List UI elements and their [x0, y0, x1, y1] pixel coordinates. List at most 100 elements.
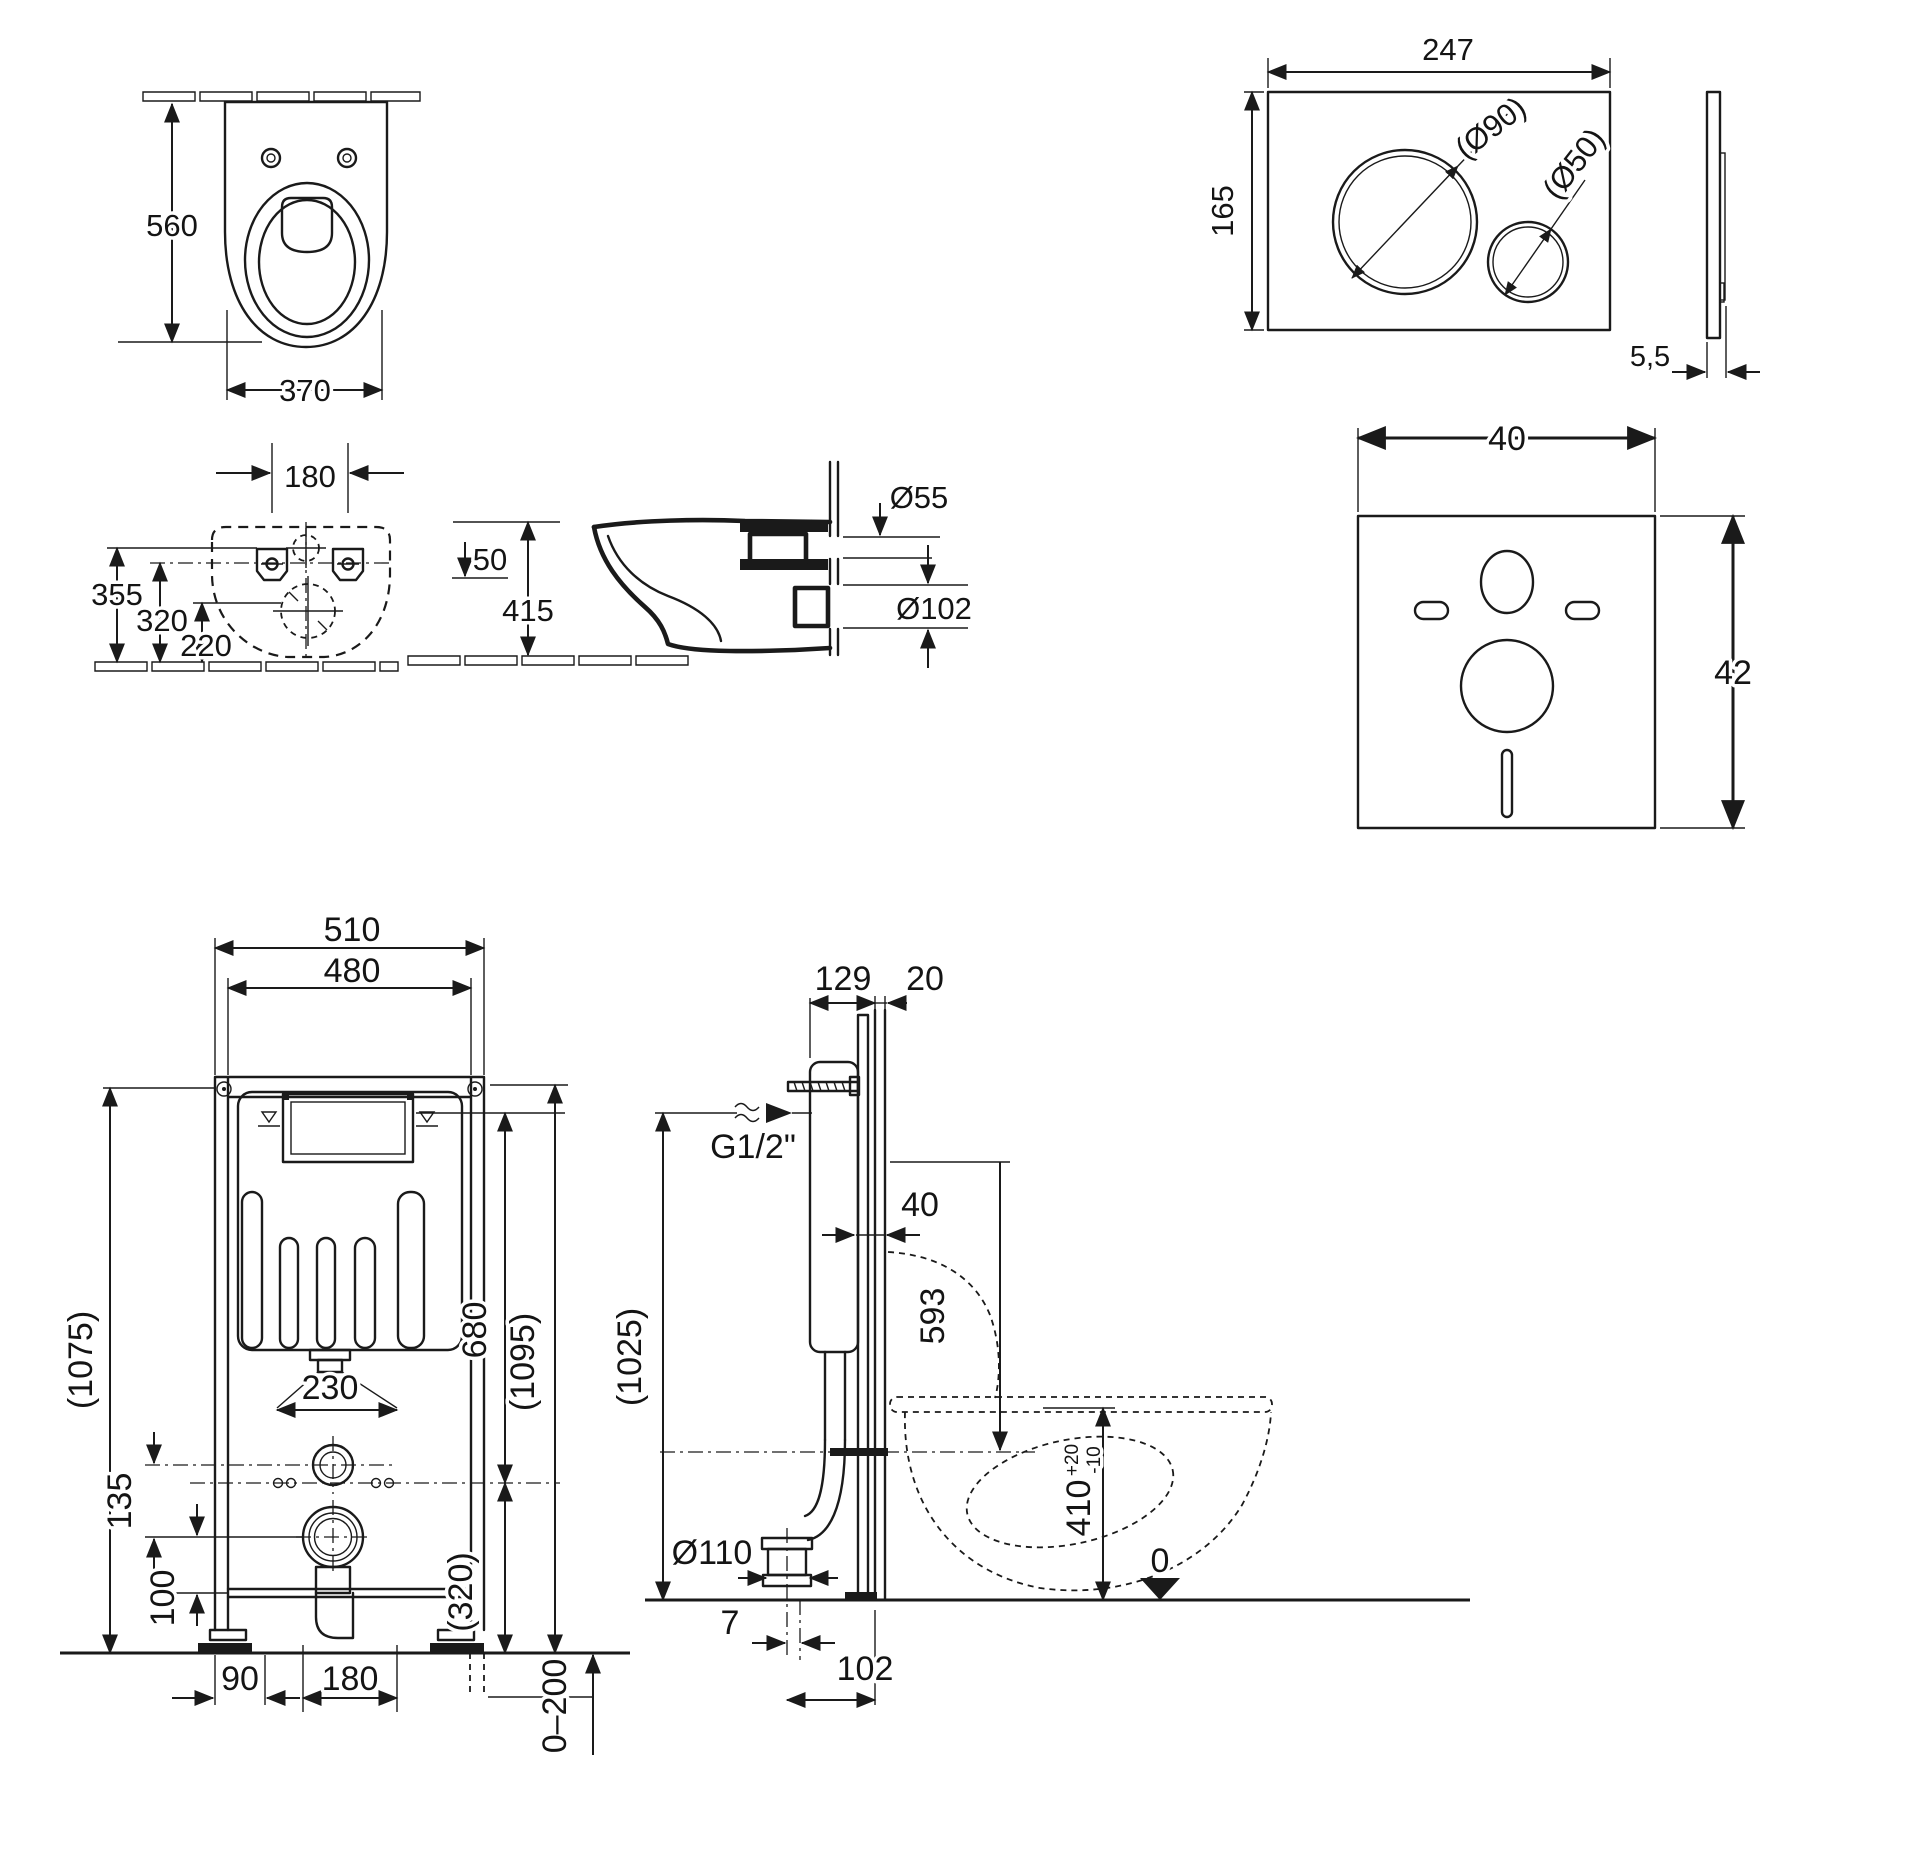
bowl-seat-dashed: [889, 1396, 1273, 1413]
frame-foot-plate: [845, 1592, 877, 1600]
dim-label-feet-range: 0–200: [536, 1659, 574, 1754]
flush-bend-lower: [316, 1358, 344, 1374]
fixing-hole-right: [331, 547, 365, 582]
mount-hole-right: [336, 147, 358, 169]
dim-label-gap: 40: [901, 1186, 939, 1224]
dim-label-1075: (1075): [62, 1311, 100, 1409]
feet-extension-dashed: [469, 1653, 485, 1697]
frame-plate: [856, 1013, 870, 1594]
dim-label-135: 135: [101, 1473, 139, 1530]
drain-connection-inner: [313, 1517, 353, 1557]
wc-mounting-view: 180 355 320 220: [88, 443, 404, 672]
water-squiggle: [734, 1102, 760, 1123]
ext-lines-90: [214, 1655, 266, 1705]
wc-body-outline: [223, 100, 389, 349]
ext-lines-depth: [809, 996, 886, 1058]
dim-label-90: 90: [221, 1660, 259, 1698]
floor-hatch: [407, 655, 689, 666]
foot-plate-right: [430, 1643, 484, 1652]
wc-footprint-dashed: [210, 525, 392, 659]
mount-hole-left: [260, 147, 282, 169]
ext-lines-thickness: [1706, 306, 1727, 378]
mat-slot-left: [1413, 600, 1450, 621]
supply-label: G1/2": [710, 1128, 796, 1166]
outlet-centerline: [786, 1528, 801, 1660]
rib: [240, 1190, 264, 1350]
ref-lines-outlet: [843, 584, 968, 629]
outlet-socket: [314, 1565, 352, 1595]
dim-label-width: 370: [279, 373, 331, 408]
threaded-rod: [786, 1080, 860, 1093]
dim-label-thickness: 5,5: [1630, 341, 1670, 373]
corner-screw-left-dot: [222, 1087, 226, 1091]
dim-label-355: 355: [91, 577, 143, 612]
anchor-hole: [370, 1477, 382, 1489]
flush-bend-upper: [308, 1348, 352, 1362]
dim-label-depth: 560: [146, 208, 198, 243]
rib: [278, 1236, 300, 1350]
inlet-spigot: [747, 531, 809, 565]
ext-lines-height: [1244, 91, 1264, 331]
wall-lines: [873, 1008, 887, 1602]
big-button-inner: [1338, 155, 1472, 289]
corner-screw-left: [216, 1081, 232, 1097]
dim-label-spacing: 180: [284, 459, 336, 494]
small-button-leader: [1550, 179, 1586, 230]
rod-threads: [793, 1081, 846, 1092]
dim-label-1025: (1025): [611, 1308, 649, 1406]
mat-top-hole: [1479, 549, 1535, 615]
actuator-mark-right: [407, 1094, 413, 1100]
dim-label-height: 42: [1714, 654, 1752, 692]
foot-right: [436, 1628, 476, 1642]
insulation-mat-view: 40 42: [1355, 417, 1755, 831]
bowl-back-dashed: [887, 1251, 1000, 1399]
dim-label-230: 230: [302, 1369, 359, 1407]
cistern-outline: [236, 1090, 464, 1352]
dim-label-tol-dn: -10: [1084, 1446, 1105, 1473]
plate-side-notch: [1719, 282, 1725, 303]
dim-label-320: (320): [442, 1552, 480, 1631]
dim-label-510: 510: [324, 911, 381, 949]
frame-rails: [213, 1075, 486, 1632]
mount-hole-left-inner: [266, 153, 276, 163]
dim-label-593: 593: [914, 1288, 952, 1345]
corner-screw-right: [467, 1081, 483, 1097]
cistern-side: [808, 1060, 860, 1354]
dim-label-50: 50: [473, 542, 507, 577]
frame-side-view: G1/2" 129 20 40 Ø110 7 102 0: [608, 957, 1470, 1708]
dim-label-inlet: Ø55: [890, 480, 949, 515]
ref-lines-inlet: [843, 536, 940, 559]
datum-label: 0: [1151, 1542, 1170, 1580]
mat-big-hole: [1459, 638, 1555, 734]
anchor-hole: [285, 1477, 297, 1489]
fixing-hole-left: [255, 547, 289, 582]
big-button-leader: [1457, 104, 1517, 167]
plate-side-step: [1719, 152, 1726, 301]
dim-label-1095: (1095): [504, 1313, 542, 1411]
wall-hatch: [142, 91, 421, 102]
dim-label-100: 100: [144, 1570, 182, 1627]
dim-label-height: 415: [502, 593, 554, 628]
floor-hatch: [94, 661, 399, 672]
dim-label-outlet: Ø102: [896, 591, 972, 626]
plate-outline: [1266, 90, 1612, 332]
dim-label-102: 102: [837, 1650, 894, 1688]
big-button-diameter: [1351, 165, 1459, 279]
dim-label-width: 247: [1422, 32, 1474, 67]
mat-bottom-slot: [1500, 748, 1514, 819]
small-button-diameter: [1504, 228, 1552, 296]
dim-label-seat-height: 410: [1060, 1480, 1098, 1537]
outlet-crosshair: [273, 576, 343, 646]
inlet-crosshair: [145, 1436, 395, 1494]
supply-arrow: [766, 1103, 792, 1123]
rib: [315, 1236, 337, 1350]
dim-label-height: 165: [1205, 185, 1240, 237]
actuator-outer: [281, 1092, 415, 1164]
rib: [353, 1236, 377, 1350]
big-button: [1331, 148, 1479, 296]
dim-label-small-button: (Ø50): [1536, 122, 1612, 206]
elbow: [803, 1438, 847, 1542]
level-symbol-right: [416, 1111, 438, 1127]
